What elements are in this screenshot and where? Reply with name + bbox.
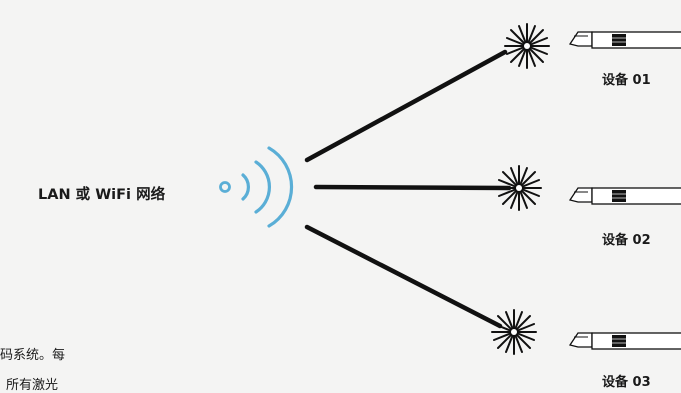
laser-marker-device-icon [568, 187, 681, 205]
laser-burst-icon [504, 23, 550, 69]
device-label-02: 设备 02 [602, 233, 651, 248]
laser-marker-device-icon [568, 332, 681, 350]
caption-line-2: 所有激光 [6, 378, 59, 393]
connection-line-02 [313, 184, 512, 191]
laser-marker-device-icon [568, 31, 681, 49]
network-label: LAN 或 WiFi 网络 [38, 187, 166, 203]
wifi-icon [219, 146, 294, 228]
connection-line-01 [304, 49, 508, 163]
device-label-01: 设备 01 [602, 73, 651, 88]
laser-burst-icon [496, 165, 542, 211]
caption-line-1: 码系统。每 [0, 348, 66, 363]
laser-burst-icon [491, 309, 537, 355]
device-label-03: 设备 03 [602, 375, 651, 390]
connection-line-03 [304, 224, 503, 329]
